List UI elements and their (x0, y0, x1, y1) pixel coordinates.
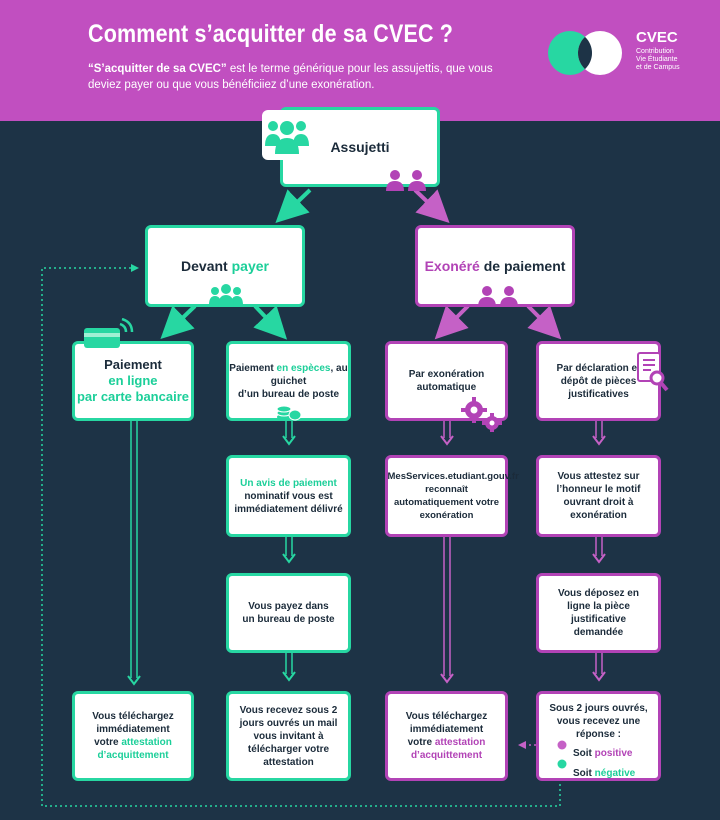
reponse-negative: Soit négative (539, 767, 658, 780)
recevez-text: Vous recevez sous 2 jours ouvrés un mail… (239, 704, 338, 768)
devant-a: Devant (181, 257, 232, 274)
assujetti-label: Assujetti (330, 138, 390, 155)
declaration-text: Par déclaration et dépôt de pièces justi… (556, 362, 641, 400)
node-exo-auto: Par exonération automatique (385, 341, 508, 421)
node-telecharge-green: Vous téléchargez immédiatement votre att… (72, 691, 194, 781)
reponse-pos-a: Soit (573, 748, 595, 759)
node-recevez: Vous recevez sous 2 jours ouvrés un mail… (226, 691, 351, 781)
paiement-ligne-a: Paiement (104, 357, 162, 372)
people-pair-exonere-icon (478, 286, 518, 307)
deposez-text: Vous déposez en ligne la pièce justifica… (558, 588, 639, 638)
avis-text: Un avis de paiement nominatif vous est i… (234, 477, 344, 516)
logo-line3: et de Campus (636, 64, 680, 71)
especes-b: en espèces (276, 362, 331, 374)
node-avis: Un avis de paiement nominatif vous est i… (226, 455, 351, 537)
paiement-ligne-b: en ligne (108, 373, 158, 388)
telecharge-g-b: attestation d’acquittement (97, 737, 172, 761)
header-band: Comment s’acquitter de sa CVEC ? “S’acqu… (0, 0, 720, 121)
page-title: Comment s’acquitter de sa CVEC ? (88, 20, 454, 48)
people-group-icon (209, 284, 243, 307)
coins-icon (276, 405, 302, 421)
attestez-text: Vous attestez sur l’honneur le motif ouv… (556, 471, 641, 521)
exonere-a: Exonéré (424, 257, 480, 274)
paiement-ligne-c: par carte bancaire (76, 389, 189, 404)
node-attestez: Vous attestez sur l’honneur le motif ouv… (536, 455, 661, 537)
node-deposez: Vous déposez en ligne la pièce justifica… (536, 573, 661, 653)
exonere-label: Exonéré de paiement (424, 257, 566, 274)
exo-auto-text: Par exonération automatique (408, 369, 485, 393)
reponse-neg-a: Soit (573, 768, 595, 779)
devant-label: Devant payer (181, 257, 269, 274)
especes-d: d’un bureau de poste (237, 388, 340, 400)
node-reponse: Sous 2 jours ouvrés, vous recevez une ré… (536, 691, 661, 781)
payez-text: Vous payez dans un bureau de poste (242, 601, 335, 625)
reponse-block: Sous 2 jours ouvrés, vous recevez une ré… (539, 694, 658, 780)
logo-line2: Vie Étudiante (636, 56, 678, 63)
telecharge-p-b: attestation d’acquittement (410, 737, 486, 761)
reponse-neg-b: négative (594, 768, 636, 779)
logo-line1: Contribution (636, 48, 674, 55)
cvec-logo (548, 31, 622, 75)
subtitle-strong: “S’acquitter de sa CVEC” (88, 63, 227, 75)
telecharge-p-a: Vous téléchargez immédiatement votre (405, 711, 488, 748)
document-search-icon (637, 352, 669, 392)
logo-text: CVEC Contribution Vie Étudiante et de Ca… (636, 30, 706, 72)
reponse-pos-b: positive (594, 748, 633, 759)
node-telecharge-purple: Vous téléchargez immédiatement votre att… (385, 691, 508, 781)
telecharge-g-a: Vous téléchargez immédiatement votre (92, 711, 174, 748)
credit-card-icon (84, 318, 134, 348)
group-people-icon (262, 110, 312, 160)
gears-icon (461, 397, 502, 432)
reponse-positive: Soit positive (539, 747, 658, 760)
avis-b: nominatif vous est immédiatement délivré (234, 490, 343, 515)
especes-a: Paiement (229, 362, 277, 374)
people-pair-icon (386, 170, 426, 191)
reponse-intro: Sous 2 jours ouvrés, vous recevez une ré… (549, 703, 648, 740)
especes-c: , au guichet (270, 362, 348, 387)
node-exonere: Exonéré de paiement (415, 225, 575, 307)
page-subtitle: “S’acquitter de sa CVEC” est le terme gé… (88, 61, 528, 93)
messervices-text: MesServices.etudiant.gouv.fr reconnaît a… (387, 471, 519, 521)
telecharge-green-text: Vous téléchargez immédiatement votre att… (86, 710, 181, 762)
devant-b: payer (231, 257, 269, 274)
response-dots-icon (557, 740, 567, 769)
avis-a: Un avis de paiement (240, 477, 337, 489)
logo-name: CVEC (636, 29, 678, 46)
node-messervices: MesServices.etudiant.gouv.fr reconnaît a… (385, 455, 519, 537)
telecharge-purple-text: Vous téléchargez immédiatement votre att… (399, 710, 494, 762)
exonere-b: de paiement (479, 257, 566, 274)
subtitle-rest: est le terme générique pour les assujett… (88, 63, 493, 91)
node-payez: Vous payez dans un bureau de poste (226, 573, 351, 653)
